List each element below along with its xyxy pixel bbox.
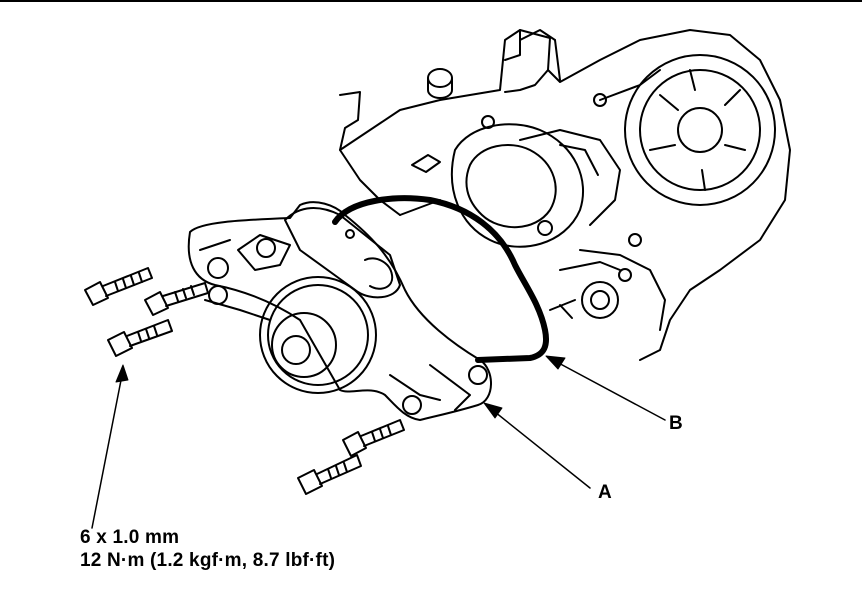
bolt-5 [297,454,362,495]
leader-line-spec [91,369,124,529]
top-border [0,0,862,2]
callout-b-label: B [669,413,683,434]
leader-arrow-a [483,402,503,419]
engine-block [339,29,791,361]
leader-arrow-spec [115,364,129,383]
callout-a-label: A [598,482,612,503]
water-pump [187,201,492,421]
torque-spec-label: 12 N·m (1.2 kgf·m, 8.7 lbf·ft) [80,550,336,571]
leader-line-b [552,359,666,421]
o-ring-gasket [332,195,550,363]
bolt-1 [84,267,153,306]
bolt-4 [342,419,405,457]
bolt-2 [144,282,209,316]
bolt-3 [107,319,173,357]
bolt-size-label: 6 x 1.0 mm [80,527,180,548]
leader-line-a [489,407,591,489]
leader-arrow-b [545,355,566,370]
